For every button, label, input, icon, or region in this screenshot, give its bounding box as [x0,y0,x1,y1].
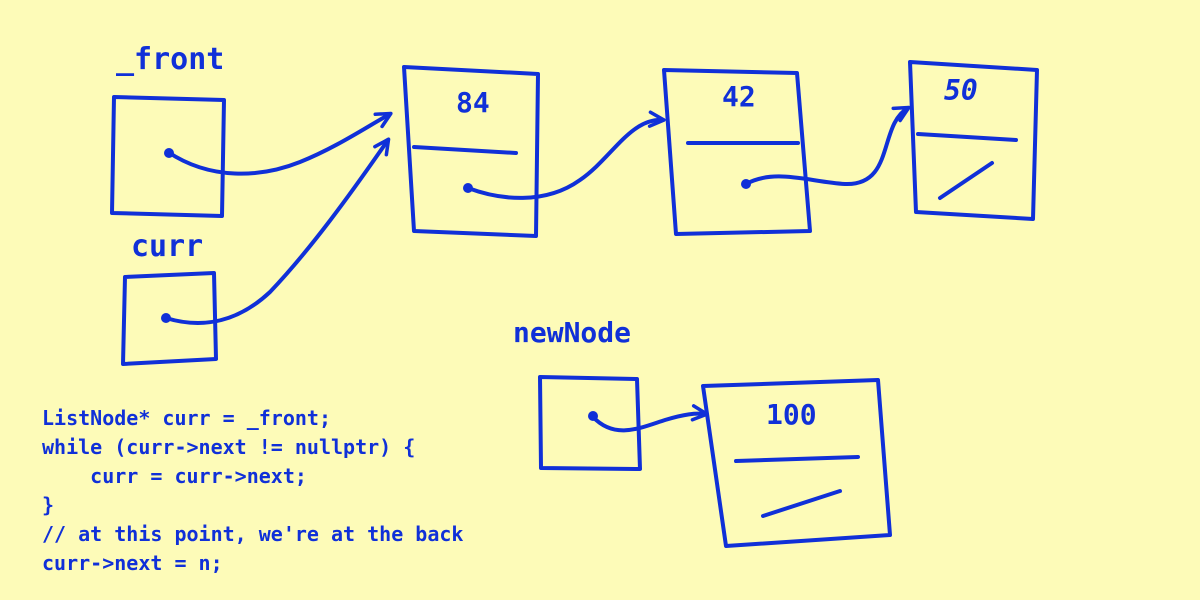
node-84-value: 84 [456,86,490,119]
node-84-next-dot [463,183,473,193]
code-line: // at this point, we're at the back [42,522,464,546]
node-100-null-slash [761,489,842,518]
code-line: ListNode* curr = _front; [42,406,331,430]
curr-pointer-dot [161,313,171,323]
node-42-box [662,68,812,236]
node-50-divider [916,132,1018,142]
node-100-value: 100 [766,398,817,431]
newnode-label: newNode [513,316,632,349]
newnode-pointer-box [538,375,642,471]
code-line: curr = curr->next; [42,464,307,488]
curr-label: curr [131,229,204,264]
front-pointer-dot [164,148,174,158]
node-84-divider [412,145,518,155]
node-100-divider [734,455,860,463]
curr-pointer-box [121,271,218,366]
node-42-next-dot [741,179,751,189]
front-label: _front [116,42,225,77]
node-50-box [908,60,1039,221]
42-to-50-arrow [744,105,911,187]
84-to-42-arrow [466,110,666,200]
node-84-box [402,65,540,238]
node-100-box [701,378,892,548]
node-42-value: 42 [722,80,756,113]
front-to-84-arrow [166,111,393,176]
node-50-value: 50 [944,74,978,107]
front-pointer-box [110,95,226,218]
newnode-to-100-arrow [591,404,709,433]
node-50-null-slash [938,161,994,200]
code-line: } [42,493,55,517]
code-line: curr->next = n; [42,551,223,575]
newnode-pointer-dot [588,411,598,421]
code-block: ListNode* curr = _front; while (curr->ne… [42,404,463,578]
code-line: while (curr->next != nullptr) { [42,435,416,459]
curr-to-84-arrow [164,137,391,325]
